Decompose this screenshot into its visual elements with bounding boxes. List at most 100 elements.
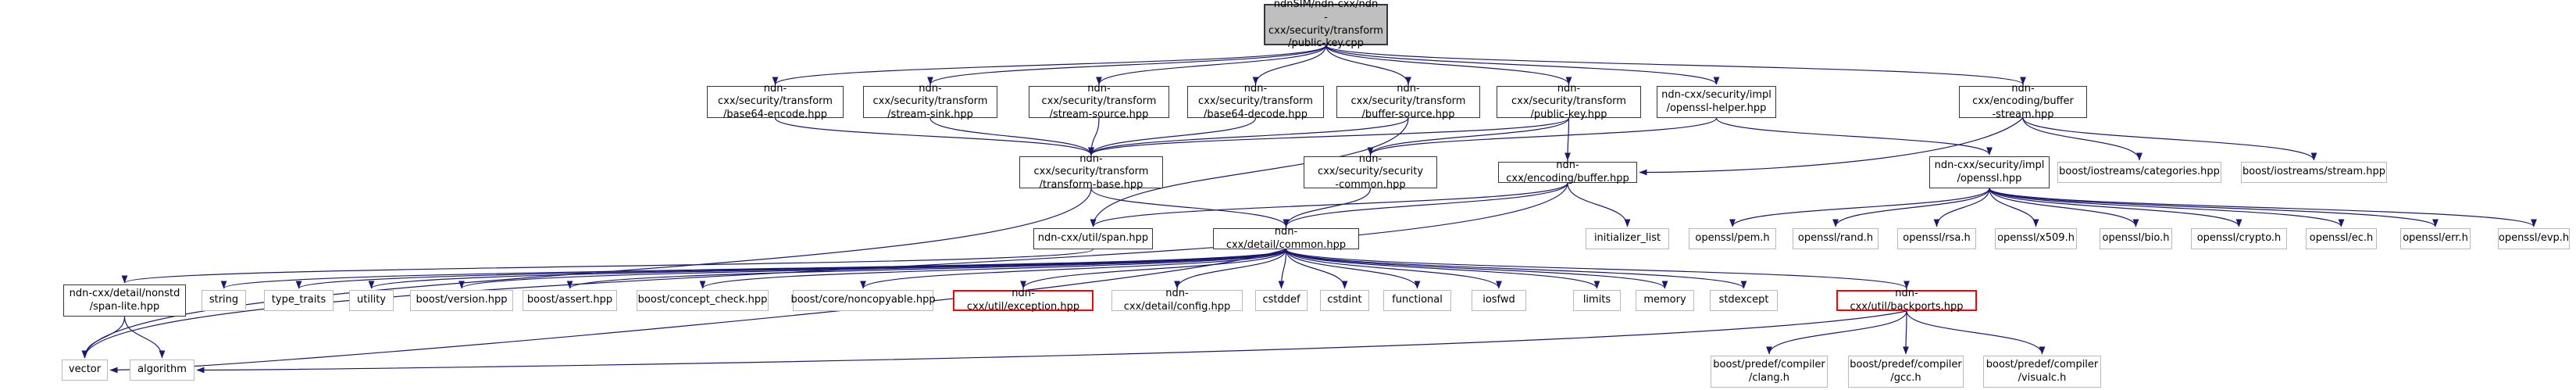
include-edge-openssl-bio (1989, 188, 2139, 227)
include-edge-root-bufstream (1325, 45, 2026, 85)
include-edge-root-bufsrc (1325, 45, 1411, 85)
include-edge-spanlite-vector (81, 316, 126, 359)
include-edge-common-string (221, 249, 1287, 289)
include-edge-openssl-x509 (1989, 188, 2039, 227)
node-ec: openssl/ec.h (2306, 228, 2377, 249)
node-visualc: boost/predef/compiler /visualc.h (1983, 356, 2101, 388)
include-edge-tbase-common (1090, 188, 1290, 227)
node-osslhelper[interactable]: ndn-cxx/security/impl /openssl-helper.hp… (1657, 86, 1776, 118)
include-edge-common-memory (1285, 249, 1668, 289)
node-bnoncopy: boost/core/noncopyable.hpp (790, 290, 936, 311)
include-edge-common-vector (109, 249, 1286, 374)
include-edge-buffer-common (1283, 182, 1568, 227)
include-edge-common-functional (1285, 249, 1421, 289)
node-bconcept: boost/concept_check.hpp (637, 290, 769, 311)
include-edge-buffer-span (1090, 182, 1568, 227)
include-edge-common-exception (1020, 249, 1287, 289)
include-edge-span-spanlite (122, 249, 1094, 284)
include-edge-pubkey-tbase (1088, 117, 1570, 156)
include-edge-root-ssrc (1096, 45, 1327, 85)
include-edge-root-ssink (927, 45, 1327, 85)
include-edge-root-b64enc (772, 45, 1327, 85)
include-edge-osslhelper-seccommon (1367, 117, 1718, 156)
include-edge-common-cstddef (1278, 249, 1287, 289)
node-cstdint: cstdint (1320, 290, 1369, 311)
include-edge-bufstream-buffer (1639, 117, 2024, 176)
include-edge-common-bassert (566, 249, 1287, 289)
node-initlist: initializer_list (1586, 228, 1669, 249)
node-exception[interactable]: ndn-cxx/util/exception.hpp (953, 288, 1094, 313)
node-algorithm: algorithm (130, 360, 194, 381)
include-edge-openssl-evp (1989, 188, 2537, 227)
node-b64dec[interactable]: ndn-cxx/security/transform /base64-decod… (1187, 83, 1324, 120)
node-cstddef: cstddef (1255, 290, 1308, 311)
node-common[interactable]: ndn-cxx/detail/common.hpp (1213, 226, 1359, 251)
include-edge-openssl-rand (1832, 188, 1990, 227)
include-edge-ssrc-tbase (1088, 117, 1100, 156)
node-ssink[interactable]: ndn-cxx/security/transform /stream-sink.… (863, 83, 997, 120)
node-backports[interactable]: ndn-cxx/util/backports.hpp (1836, 288, 1977, 313)
node-evp: openssl/evp.h (2498, 228, 2570, 249)
node-root: ndnSIM/ndn-cxx/ndn -cxx/security/transfo… (1264, 0, 1388, 49)
include-edge-backports-algorithm (196, 310, 1907, 374)
include-edge-bufsrc-span (1090, 117, 1409, 227)
include-edge-seccommon-common (1283, 188, 1372, 227)
node-iosfwd: iosfwd (1472, 290, 1526, 311)
node-pem: openssl/pem.h (1689, 228, 1776, 249)
node-bufstream[interactable]: ndn-cxx/encoding/buffer -stream.hpp (1959, 83, 2087, 120)
node-clang: boost/predef/compiler /clang.h (1711, 356, 1828, 388)
include-edge-openssl-rsa (1933, 188, 1990, 227)
node-buffer[interactable]: ndn-cxx/encoding/buffer.hpp (1498, 159, 1637, 184)
include-edge-bufsrc-tbase (1088, 117, 1409, 156)
node-seccommon[interactable]: ndn-cxx/security/security -common.hpp (1304, 153, 1437, 191)
include-edge-root-osslhelper (1325, 45, 1720, 85)
node-string: string (202, 290, 246, 311)
include-edge-backports-visualc (1906, 310, 2046, 355)
node-pubkey[interactable]: ndn-cxx/security/transform /public-key.h… (1497, 83, 1641, 120)
node-crypto: openssl/crypto.h (2191, 228, 2287, 249)
node-stdexcept: stdexcept (1710, 290, 1778, 311)
node-rsa: openssl/rsa.h (1897, 228, 1976, 249)
include-edge-backports-clang (1766, 310, 1907, 355)
node-openssl[interactable]: ndn-cxx/security/impl /openssl.hpp (1929, 156, 2050, 188)
node-categories: boost/iostreams/categories.hpp (2057, 162, 2221, 183)
node-gcc: boost/predef/compiler /gcc.h (1848, 356, 1964, 388)
node-bstream: boost/iostreams/stream.hpp (2241, 162, 2387, 183)
node-config: ndn-cxx/detail/config.hpp (1111, 288, 1243, 313)
node-x509: openssl/x509.h (1995, 228, 2077, 249)
include-edge-backports-gcc (1903, 310, 1909, 355)
include-edge-openssl-err (1989, 188, 2439, 227)
include-edge-common-cstdint (1285, 249, 1348, 289)
include-edge-common-stdexcept (1285, 249, 1747, 289)
node-vector: vector (62, 360, 108, 381)
include-edge-root-pubkey (1325, 45, 1572, 85)
include-edge-common-iosfwd (1285, 249, 1502, 289)
include-edge-bufstream-bstream (2022, 117, 2317, 161)
node-tbase[interactable]: ndn-cxx/security/transform /transform-ba… (1019, 153, 1163, 191)
node-spanlite[interactable]: ndn-cxx/detail/nonstd /span-lite.hpp (63, 284, 186, 317)
include-edge-common-bversion (458, 249, 1287, 289)
node-functional: functional (1383, 290, 1451, 311)
node-rand: openssl/rand.h (1793, 228, 1878, 249)
node-bio: openssl/bio.h (2100, 228, 2172, 249)
include-edge-b64enc-tbase (774, 117, 1094, 156)
include-edge-spanlite-algorithm (123, 316, 166, 359)
include-edge-ssink-tbase (929, 117, 1094, 156)
include-edge-common-bnoncopy (860, 249, 1287, 289)
include-edge-b64dec-tbase (1088, 117, 1257, 156)
include-edge-common-limits (1285, 249, 1600, 289)
node-bversion: boost/version.hpp (410, 290, 513, 311)
node-bufsrc[interactable]: ndn-cxx/security/transform /buffer-sourc… (1336, 83, 1480, 120)
node-ssrc[interactable]: ndn-cxx/security/transform /stream-sourc… (1029, 83, 1169, 120)
include-edge-openssl-crypto (1989, 188, 2242, 227)
node-limits: limits (1573, 290, 1621, 311)
node-span[interactable]: ndn-cxx/util/span.hpp (1033, 228, 1153, 249)
include-edge-root-b64dec (1252, 45, 1327, 85)
include-edge-common-backports (1285, 249, 1910, 289)
node-err: openssl/err.h (2400, 228, 2471, 249)
include-edge-pubkey-seccommon (1367, 117, 1570, 156)
include-edge-bufstream-categories (2022, 117, 2143, 161)
node-b64enc[interactable]: ndn-cxx/security/transform /base64-encod… (707, 83, 844, 120)
